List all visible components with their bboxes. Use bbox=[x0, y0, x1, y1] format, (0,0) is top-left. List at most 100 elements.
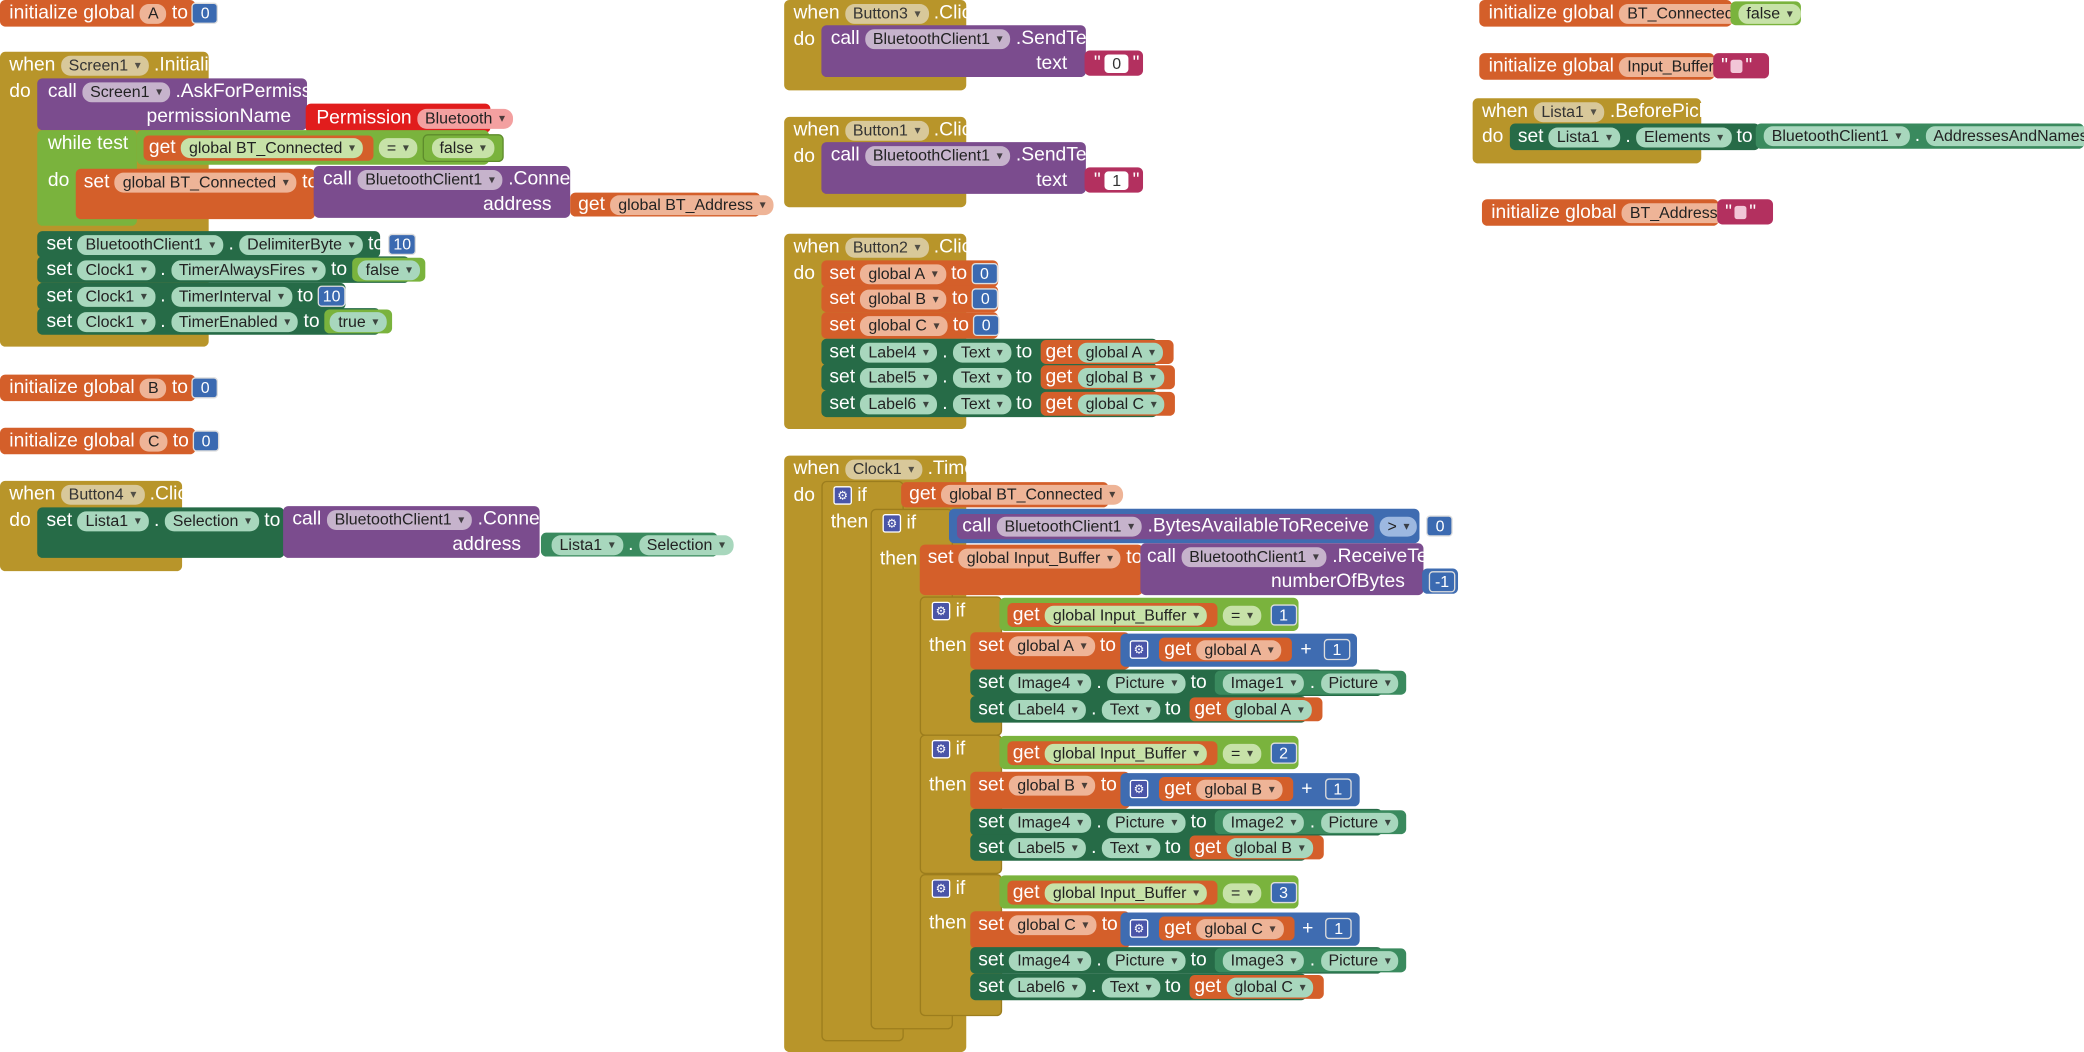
var-dropdown-global-bt-address[interactable]: global BT_Address bbox=[610, 194, 774, 215]
prop-dropdown-selection-get[interactable]: Selection bbox=[638, 534, 733, 555]
prop-dropdown-picture-get-2[interactable]: Picture bbox=[1320, 812, 1399, 833]
init-global-bt-address-block[interactable]: initialize global BT_Address to bbox=[1481, 199, 1747, 226]
math-add-c-block[interactable]: ⚙ get global C + 1 bbox=[1120, 912, 1360, 946]
component-dropdown-image2[interactable]: Image2 bbox=[1222, 812, 1305, 833]
component-dropdown-button3[interactable]: Button3 bbox=[844, 3, 929, 24]
get-bt-connected-block[interactable]: get global BT_Connected bbox=[143, 134, 374, 161]
number-10-interval[interactable]: 10 bbox=[317, 285, 346, 307]
init-global-input-buffer-block[interactable]: initialize global Input_Buffer to bbox=[1479, 53, 1743, 80]
component-dropdown-lista1[interactable]: Lista1 bbox=[77, 510, 149, 531]
prop-dropdown-text[interactable]: Text bbox=[952, 342, 1011, 362]
var-dropdown-get-global-c[interactable]: global C bbox=[1077, 393, 1165, 414]
compare-input-eq-2[interactable]: get global Input_Buffer = 2 bbox=[999, 735, 1299, 770]
set-image4-picture-2[interactable]: set Image4. Picture to Image2. Picture bbox=[970, 808, 1407, 836]
set-global-c-0-block[interactable]: set global C to 0 bbox=[821, 312, 1000, 339]
component-dropdown-clock1-af[interactable]: Clock1 bbox=[77, 259, 155, 280]
prop-dropdown-text[interactable]: Text bbox=[1101, 976, 1160, 997]
mutator-gear-icon[interactable]: ⚙ bbox=[931, 601, 951, 621]
set-lista1-elements-block[interactable]: set Lista1. Elements to bbox=[1509, 123, 1760, 151]
init-global-a-block[interactable]: initialize global A to 0 bbox=[0, 0, 219, 27]
prop-dropdown-text[interactable]: Text bbox=[1101, 837, 1160, 858]
init-global-b-block[interactable]: initialize global B to 0 bbox=[0, 374, 219, 402]
component-dropdown-bt-connect[interactable]: BluetoothClient1 bbox=[357, 169, 503, 190]
prop-dropdown-picture-get-3[interactable]: Picture bbox=[1320, 950, 1399, 971]
get-bt-address-block[interactable]: get global BT_Address bbox=[570, 192, 774, 217]
var-dropdown-set-global-c[interactable]: global C bbox=[1009, 914, 1097, 935]
component-dropdown-bt-receive[interactable]: BluetoothClient1 bbox=[1181, 546, 1327, 567]
var-dropdown-get-global-a-add[interactable]: global A bbox=[1196, 639, 1282, 660]
prop-dropdown-addresses-and-names[interactable]: AddressesAndNames bbox=[1925, 125, 2084, 146]
component-dropdown-lista1-get[interactable]: Lista1 bbox=[551, 534, 623, 555]
prop-dropdown-text[interactable]: Text bbox=[1101, 699, 1160, 720]
component-dropdown-button4[interactable]: Button4 bbox=[60, 484, 145, 505]
get-global-b-label[interactable]: get global B bbox=[1189, 835, 1324, 860]
op-dropdown-eq[interactable]: = bbox=[378, 137, 417, 158]
set-timer-interval-block[interactable]: set Clock1. TimerInterval to 10 bbox=[37, 282, 346, 310]
mutator-gear-icon[interactable]: ⚙ bbox=[1129, 919, 1149, 938]
component-dropdown-lista1-event[interactable]: Lista1 bbox=[1533, 101, 1605, 122]
number-1-add-a[interactable]: 1 bbox=[1323, 638, 1351, 661]
math-add-a-block[interactable]: ⚙ get global A + 1 bbox=[1120, 633, 1358, 667]
empty-text-bt-address[interactable]: "" bbox=[1717, 199, 1774, 225]
set-global-a-0-block[interactable]: set global A to 0 bbox=[821, 260, 999, 287]
var-dropdown-set-global-a[interactable]: global A bbox=[1009, 635, 1095, 656]
prop-dropdown-text[interactable]: Text bbox=[952, 367, 1011, 388]
component-dropdown-bt-addresses[interactable]: BluetoothClient1 bbox=[1763, 125, 1910, 146]
var-dropdown-get-bt-connected[interactable]: global BT_Connected bbox=[941, 484, 1124, 505]
number-neg1[interactable]: -1 bbox=[1428, 571, 1456, 593]
var-dropdown-get-input-buffer-2[interactable]: global Input_Buffer bbox=[1044, 743, 1208, 764]
get-global-a-add[interactable]: get global A bbox=[1158, 637, 1293, 662]
get-global-c-label[interactable]: get global C bbox=[1189, 974, 1325, 999]
prop-dropdown-timer-interval[interactable]: TimerInterval bbox=[170, 286, 293, 307]
var-dropdown-get-global-a-label[interactable]: global A bbox=[1226, 699, 1312, 720]
number-0-sc[interactable]: 0 bbox=[972, 314, 1000, 337]
component-dropdown-image4[interactable]: Image4 bbox=[1009, 672, 1092, 693]
number-0-gt[interactable]: 0 bbox=[1426, 515, 1454, 537]
component-dropdown-image4-2[interactable]: Image4 bbox=[1009, 812, 1092, 833]
prop-dropdown-picture-get[interactable]: Picture bbox=[1320, 672, 1399, 693]
false-block-af[interactable]: false bbox=[352, 257, 426, 282]
component-dropdown-label5-2[interactable]: Label5 bbox=[1009, 837, 1086, 858]
set-bt-connected-block[interactable]: set global BT_Connected to bbox=[75, 168, 318, 220]
get-global-b-add[interactable]: get global B bbox=[1158, 777, 1294, 801]
component-dropdown-bt-send-0[interactable]: BluetoothClient1 bbox=[864, 28, 1011, 49]
var-name-c[interactable]: C bbox=[139, 431, 168, 451]
get-global-b-block[interactable]: get global B bbox=[1040, 365, 1175, 390]
set-image4-picture-1[interactable]: set Image4. Picture to Image1. Picture bbox=[970, 669, 1407, 697]
op-dropdown-gt[interactable]: > bbox=[1379, 516, 1418, 536]
get-lista1-selection-block[interactable]: Lista1. Selection bbox=[540, 532, 733, 557]
number-10[interactable]: 10 bbox=[388, 233, 417, 256]
if-input-eq-3-block[interactable]: ⚙ if then bbox=[919, 874, 1003, 1017]
op-dropdown-eq-3[interactable]: = bbox=[1223, 882, 1262, 903]
component-dropdown-bt-delim[interactable]: BluetoothClient1 bbox=[77, 234, 224, 255]
op-dropdown-eq-2[interactable]: = bbox=[1223, 743, 1262, 764]
set-global-b-inc-block[interactable]: set global B to bbox=[970, 771, 1130, 809]
set-global-c-inc-block[interactable]: set global C to bbox=[970, 911, 1130, 949]
permission-bluetooth-block[interactable]: Permission Bluetooth bbox=[305, 103, 513, 133]
set-label4-text-2[interactable]: set Label4. Text to get global A bbox=[970, 696, 1323, 723]
number-3-cmp[interactable]: 3 bbox=[1270, 881, 1297, 904]
number-0-sa[interactable]: 0 bbox=[971, 263, 998, 285]
set-label4-text-block[interactable]: set Label4. Text to get global A bbox=[821, 338, 1174, 366]
get-global-a-label[interactable]: get global A bbox=[1189, 697, 1323, 722]
var-dropdown-get-global-c-label[interactable]: global C bbox=[1226, 976, 1314, 997]
var-dropdown-get-global-c-add[interactable]: global C bbox=[1196, 918, 1284, 939]
bool-dropdown-false[interactable]: false bbox=[431, 137, 494, 158]
mutator-gear-icon[interactable]: ⚙ bbox=[1129, 640, 1149, 659]
call-bytes-available-block[interactable]: call BluetoothClient1 .BytesAvailableToR… bbox=[956, 513, 1375, 539]
bool-dropdown-false-init[interactable]: false bbox=[1738, 3, 1801, 24]
var-dropdown-global-b[interactable]: global B bbox=[860, 288, 947, 309]
set-label6-text-block[interactable]: set Label6. Text to get global C bbox=[821, 390, 1176, 418]
var-dropdown-global-c[interactable]: global C bbox=[860, 315, 948, 336]
prop-dropdown-delimiter-byte[interactable]: DelimiterByte bbox=[239, 234, 363, 255]
number-1-add-b[interactable]: 1 bbox=[1324, 778, 1352, 800]
false-block-init[interactable]: false bbox=[1730, 1, 1801, 26]
var-dropdown-global-bt-connected-set[interactable]: global BT_Connected bbox=[114, 172, 297, 192]
var-dropdown-get-global-b[interactable]: global B bbox=[1077, 367, 1164, 388]
get-image3-picture[interactable]: Image3. Picture bbox=[1214, 948, 1407, 973]
call-send-text-block-0[interactable]: call BluetoothClient1 .SendText text bbox=[821, 25, 1102, 78]
component-dropdown-bt-connect-2[interactable]: BluetoothClient1 bbox=[326, 509, 473, 530]
math-compare-gt-block[interactable]: call BluetoothClient1 .BytesAvailableToR… bbox=[948, 508, 1454, 544]
call-bt-connect-block[interactable]: call BluetoothClient1 .Connect address bbox=[313, 166, 585, 218]
